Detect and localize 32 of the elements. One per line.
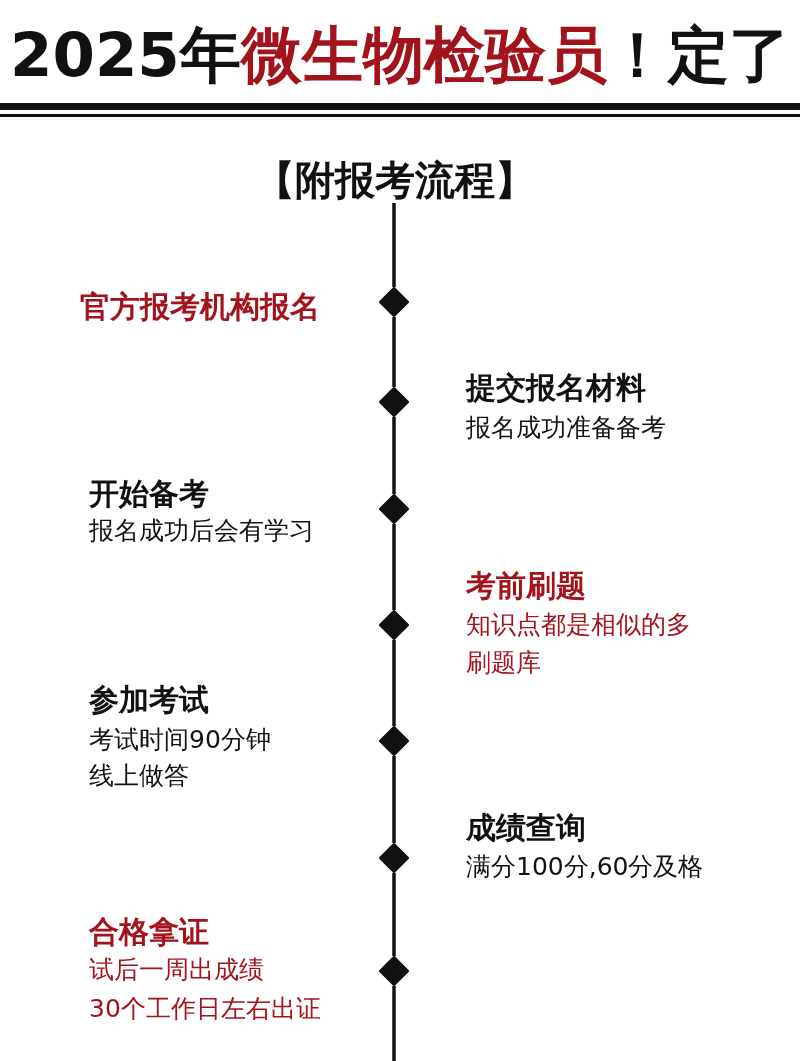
step-title: 参加考试 <box>89 682 209 718</box>
timeline-line <box>392 873 396 956</box>
step-title: 合格拿证 <box>89 914 209 950</box>
timeline-line <box>392 203 396 287</box>
diamond-marker <box>379 387 409 417</box>
step-title: 提交报名材料 <box>466 370 646 406</box>
timeline-line <box>392 317 396 387</box>
timeline-line <box>392 417 396 494</box>
section-heading: 【附报考流程】 <box>255 157 535 203</box>
step-description: 线上做答 <box>89 760 189 792</box>
diamond-marker <box>379 610 409 640</box>
diamond-marker <box>379 843 409 873</box>
diamond-marker <box>379 956 409 986</box>
step-description: 报名成功后会有学习 <box>89 515 314 547</box>
step-description: 满分100分,60分及格 <box>466 851 704 883</box>
timeline-line <box>392 756 396 843</box>
step-description: 30个工作日左右出证 <box>89 993 321 1025</box>
step-description: 考试时间90分钟 <box>89 724 271 756</box>
step-description: 试后一周出成绩 <box>89 954 264 986</box>
step-title: 开始备考 <box>89 476 209 512</box>
step-title: 官方报考机构报名 <box>80 289 320 325</box>
timeline-line <box>392 640 396 726</box>
timeline-line <box>392 986 396 1061</box>
step-title: 成绩查询 <box>466 810 586 846</box>
timeline-line <box>392 524 396 610</box>
step-description: 知识点都是相似的多刷题库 <box>466 609 692 679</box>
page-title: 2025年微生物检验员！定了 <box>10 20 790 91</box>
step-title: 考前刷题 <box>466 568 586 604</box>
diamond-marker <box>379 287 409 317</box>
step-description: 报名成功准备备考 <box>466 412 666 444</box>
diamond-marker <box>379 494 409 524</box>
diamond-marker <box>379 726 409 756</box>
